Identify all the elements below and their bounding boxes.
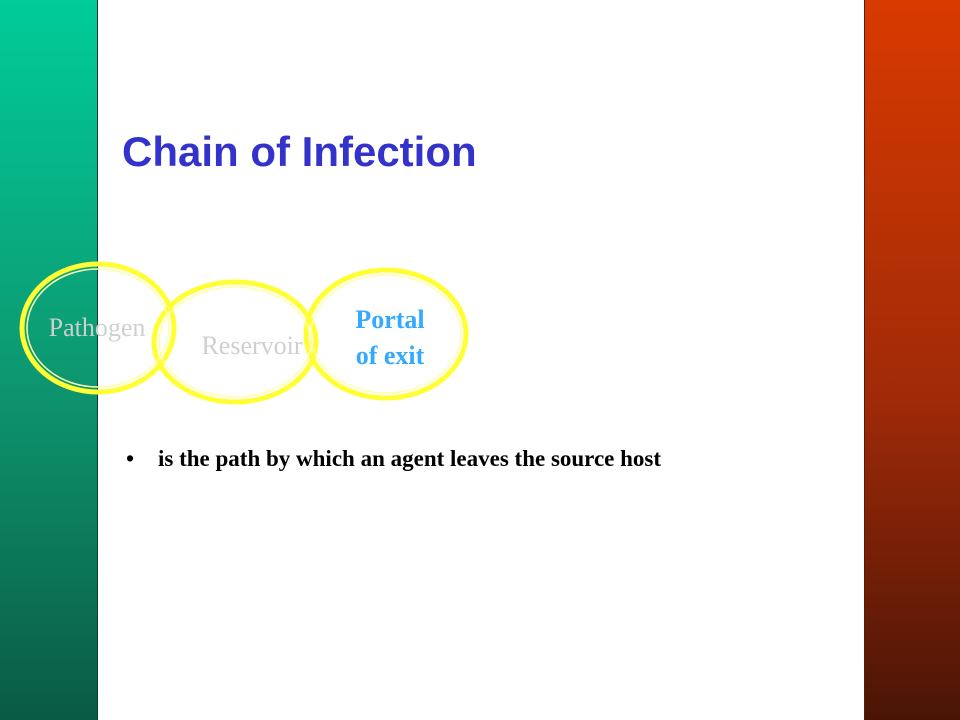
bullet-text: is the path by which an agent leaves the…	[158, 446, 662, 471]
chain-link-pathogen-label: Pathogen	[49, 313, 146, 342]
chain-link-portal-ring	[303, 267, 469, 401]
bullet-item: • is the path by which an agent leaves t…	[122, 442, 802, 476]
chain-link-reservoir-ring	[151, 279, 319, 405]
bullet-list: • is the path by which an agent leaves t…	[122, 442, 802, 476]
chain-link-portal-label-line2: of exit	[356, 341, 425, 370]
chain-link-pathogen-ring	[19, 261, 177, 395]
chain-link-reservoir-label: Reservoir	[201, 331, 302, 360]
right-decorative-band	[864, 0, 960, 720]
slide-title: Chain of Infection	[122, 128, 477, 175]
left-decorative-band	[0, 0, 98, 720]
bullet-marker: •	[126, 446, 135, 471]
chain-link-portal-label-line1: Portal	[355, 305, 424, 334]
